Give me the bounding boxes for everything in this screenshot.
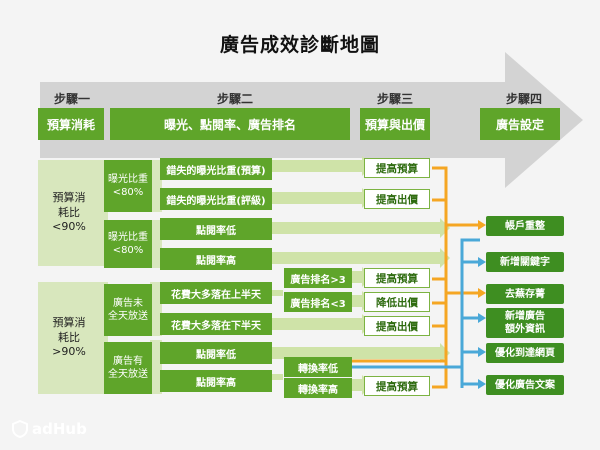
- branch-impression-share-a: 曝光比重 <80%: [104, 160, 152, 212]
- result-optimize-landing-page: 優化到達網頁: [486, 343, 564, 363]
- result-ad-extensions: 新增廣告 額外資訊: [486, 308, 564, 338]
- action-raise-budget-2: 提高預算: [364, 268, 430, 288]
- sub-conversion-high: 轉換率高: [284, 378, 352, 398]
- level-connectors: [98, 160, 162, 394]
- branch-ads-not-full-day: 廣告未 全天放送: [104, 284, 152, 336]
- branch-ads-full-day: 廣告有 全天放送: [104, 342, 152, 394]
- result-add-keywords: 新增關鍵字: [486, 252, 564, 272]
- branch-impression-share-b: 曝光比重 <80%: [104, 220, 152, 268]
- sub-rank-lt3: 廣告排名<3: [284, 292, 352, 312]
- adhub-logo: adHub: [12, 420, 87, 438]
- step4-box: 廣告設定: [480, 108, 560, 140]
- page-title: 廣告成效診斷地圖: [219, 34, 380, 56]
- shield-icon: [12, 420, 28, 438]
- step2-label: 步驟二: [216, 92, 253, 106]
- action-lower-bid: 降低出價: [364, 292, 430, 312]
- cond-ctr-low-2: 點閱率低: [160, 342, 272, 364]
- step3-label: 步驟三: [376, 92, 413, 106]
- step4-label: 步驟四: [505, 92, 542, 106]
- action-raise-bid-1: 提高出價: [364, 189, 430, 209]
- cond-ctr-high-2: 點閱率高: [160, 370, 272, 392]
- blue-connectors: [350, 238, 480, 388]
- sub-rank-gt3: 廣告排名>3: [284, 268, 352, 288]
- blue-arrowheads: [478, 257, 486, 389]
- cond-ctr-low-1: 點閱率低: [160, 218, 272, 240]
- step1-label: 步驟一: [53, 92, 90, 106]
- cond-lost-budget: 錯失的曝光比重(預算): [160, 158, 272, 180]
- action-raise-bid-2: 提高出價: [364, 316, 430, 336]
- result-prune: 去蕪存菁: [486, 284, 564, 304]
- action-raise-budget-3: 提高預算: [364, 376, 430, 396]
- result-account-restructure: 帳戶重整: [486, 216, 564, 236]
- cond-spend-first-half: 花費大多落在上半天: [160, 282, 272, 304]
- result-optimize-ad-copy: 優化廣告文案: [486, 375, 564, 395]
- cond-ctr-high-1: 點閱率高: [160, 248, 272, 270]
- step1-box: 預算消耗: [38, 108, 104, 140]
- step3-box: 預算與出價: [360, 108, 430, 140]
- logo-text: adHub: [32, 420, 87, 438]
- cond-lost-rank: 錯失的曝光比重(評級): [160, 188, 272, 210]
- action-raise-budget-1: 提高預算: [364, 158, 430, 178]
- group-budget-high: 預算消 耗比 >90%: [38, 282, 100, 394]
- cond-spend-second-half: 花費大多落在下半天: [160, 313, 272, 335]
- step2-box: 曝光、點閱率、廣告排名: [110, 108, 350, 140]
- sub-conversion-low: 轉換率低: [284, 357, 352, 377]
- group-budget-low: 預算消 耗比 <90%: [38, 160, 100, 266]
- orange-arrowheads: [478, 220, 486, 298]
